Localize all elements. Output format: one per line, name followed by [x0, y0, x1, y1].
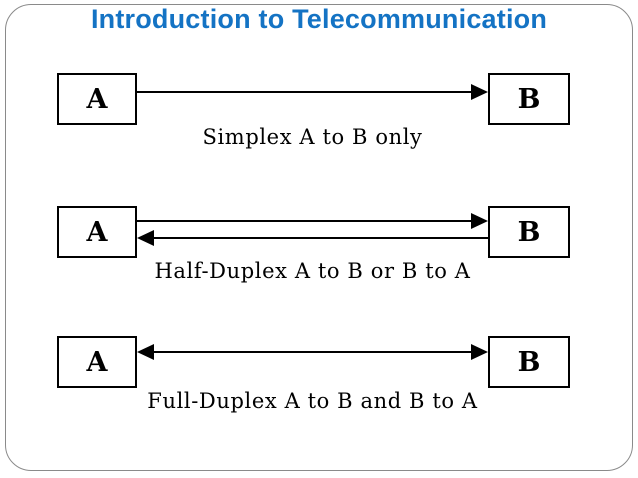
arrow-b-to-a-line	[154, 237, 488, 239]
node-a-box: A	[57, 73, 137, 125]
node-b-box: B	[488, 206, 570, 258]
arrowhead-left-icon	[137, 230, 154, 246]
arrowhead-right-icon	[471, 213, 488, 229]
node-b-box: B	[488, 73, 570, 125]
arrow-a-to-b-line	[137, 220, 471, 222]
node-a-label: A	[86, 346, 108, 378]
half-duplex-caption: Half-Duplex A to B or B to A	[154, 259, 471, 283]
arrowhead-left-icon	[137, 344, 154, 360]
simplex-caption: Simplex A to B only	[202, 125, 423, 149]
node-a-box: A	[57, 206, 137, 258]
node-b-label: B	[517, 346, 541, 378]
arrowhead-right-icon	[471, 84, 488, 100]
full-duplex-caption: Full-Duplex A to B and B to A	[147, 389, 478, 413]
arrow-a-to-b-line	[137, 91, 471, 93]
node-b-label: B	[517, 216, 541, 248]
node-a-label: A	[86, 83, 108, 115]
node-b-box: B	[488, 336, 570, 388]
node-a-label: A	[86, 216, 108, 248]
bidirectional-arrow-line	[154, 351, 471, 353]
slide-title: Introduction to Telecommunication	[90, 4, 548, 34]
node-a-box: A	[57, 336, 137, 388]
arrowhead-right-icon	[471, 344, 488, 360]
node-b-label: B	[517, 83, 541, 115]
